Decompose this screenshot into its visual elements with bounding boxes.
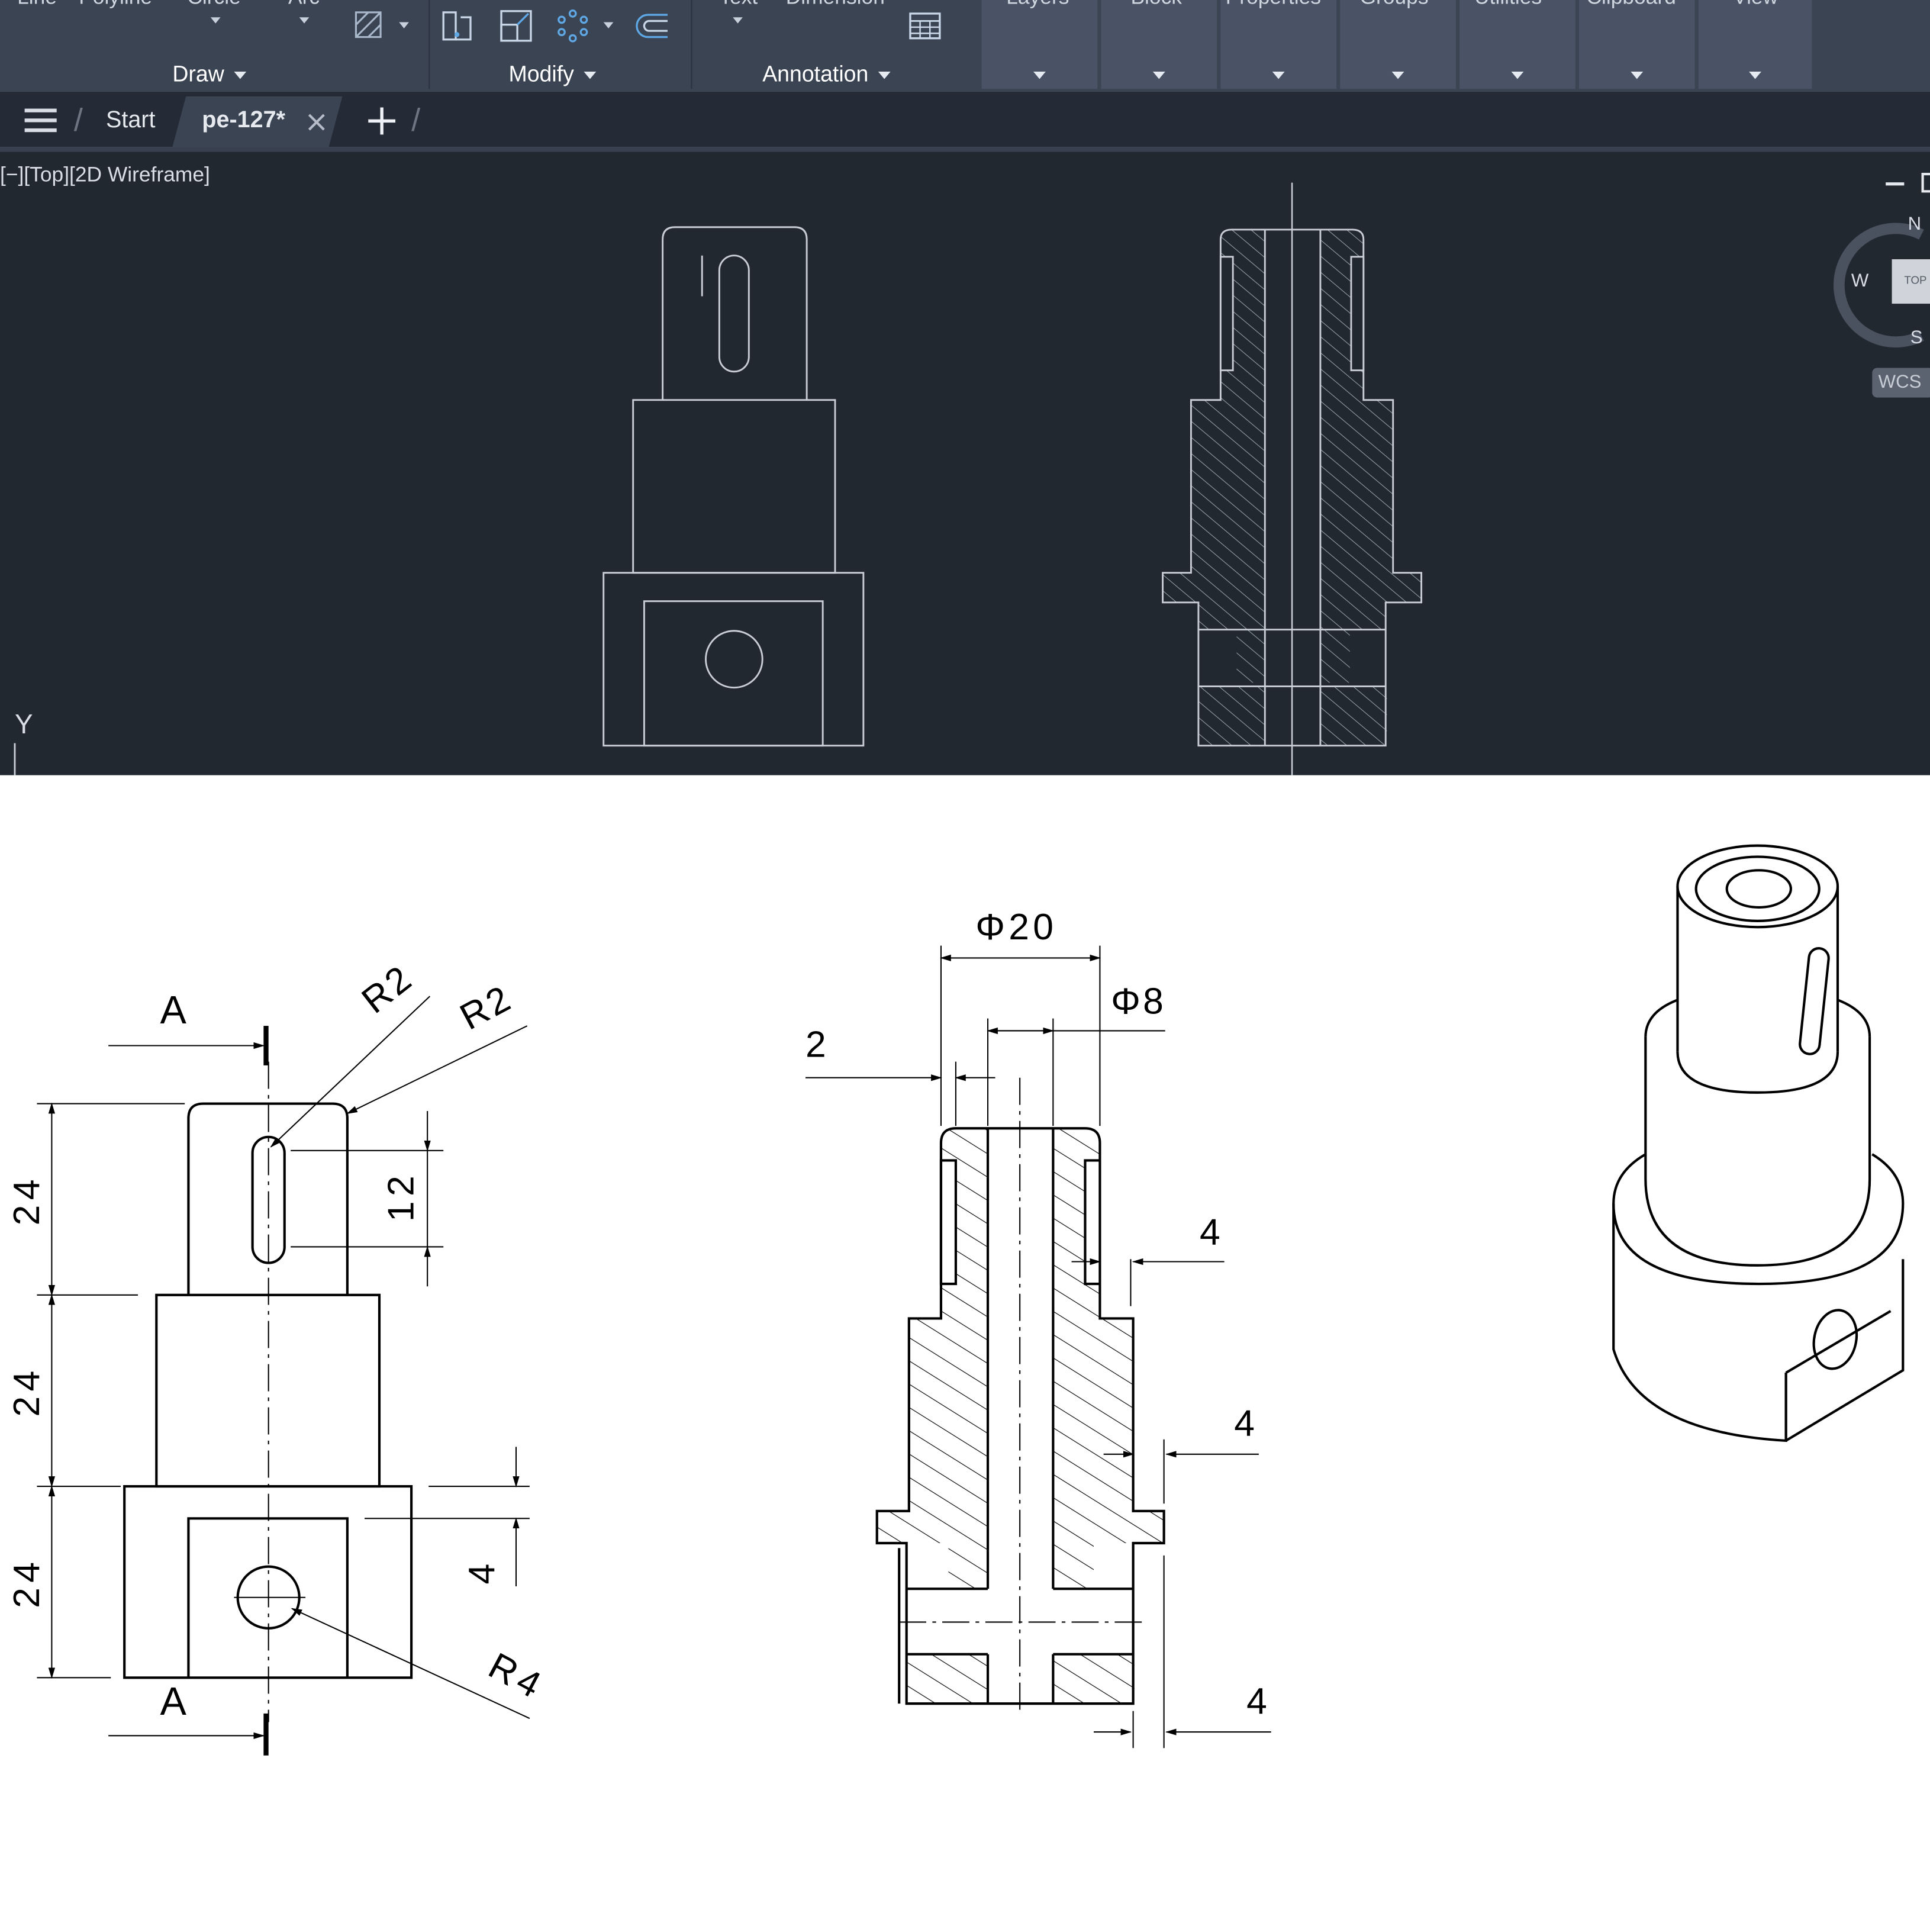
text-tool-label[interactable]: Text — [719, 0, 758, 10]
tab-separator-end: / — [411, 101, 421, 139]
properties-panel-button[interactable]: Properties — [1220, 0, 1336, 89]
section-marker-bottom: A — [160, 1679, 186, 1724]
modify-panel-caret-icon — [584, 72, 597, 79]
tab-start[interactable]: Start — [105, 107, 156, 134]
dim-step-middle: 4 — [1234, 1403, 1255, 1445]
viewport-front-view — [602, 226, 865, 747]
draw-panel-caret-icon — [234, 72, 247, 79]
properties-caret-icon — [1272, 71, 1285, 79]
annotation-panel-label[interactable]: Annotation — [762, 62, 891, 88]
offset-icon[interactable] — [633, 8, 670, 45]
circle-dropdown-icon[interactable] — [207, 15, 224, 27]
utilities-caret-icon — [1511, 71, 1524, 79]
tab-separator: / — [73, 101, 83, 139]
view-caret-icon — [1749, 71, 1761, 79]
groups-caret-icon — [1391, 71, 1404, 79]
tab-active-background — [172, 96, 343, 147]
section-marker-top: A — [160, 987, 186, 1032]
arc-dropdown-icon[interactable] — [295, 15, 312, 27]
viewport-restore-icon[interactable] — [1921, 172, 1930, 193]
viewport-controls-label[interactable]: [−][Top][2D Wireframe] — [0, 163, 210, 186]
polyline-tool-label[interactable]: Polyline — [79, 0, 152, 10]
layers-caret-icon — [1033, 71, 1046, 79]
dim-outer-diameter: Φ20 — [975, 907, 1058, 948]
dim-offset: 4 — [462, 1563, 503, 1585]
viewcube[interactable] — [1834, 223, 1930, 398]
text-dropdown-icon[interactable] — [729, 15, 746, 27]
isometric-view — [1612, 844, 1905, 1442]
front-view-annotations — [37, 996, 530, 1756]
dim-bottom-height: 24 — [7, 1557, 48, 1608]
dim-step-lower: 4 — [1246, 1681, 1267, 1722]
tab-drawing-pe-127[interactable]: pe-127* — [202, 107, 286, 134]
viewcube-top-face[interactable]: TOP — [1904, 274, 1927, 286]
close-tab-icon[interactable] — [305, 111, 327, 134]
dim-step-upper: 4 — [1199, 1212, 1220, 1253]
hatch-dropdown-icon[interactable] — [397, 20, 411, 32]
viewcube-west-label[interactable]: W — [1851, 270, 1869, 292]
draw-panel-label[interactable]: Draw — [172, 62, 247, 88]
dim-middle-height: 24 — [7, 1366, 48, 1417]
section-view — [805, 945, 1271, 1749]
dim-top-height: 24 — [7, 1174, 48, 1226]
menu-icon[interactable] — [22, 106, 59, 136]
scale-icon[interactable] — [498, 8, 534, 45]
line-tool-label[interactable]: Line — [17, 0, 57, 10]
viewcube-north-label[interactable]: N — [1908, 213, 1922, 235]
array-dropdown-icon[interactable] — [601, 20, 616, 32]
dim-wall-thickness: 2 — [805, 1025, 826, 1065]
mirror-icon[interactable] — [439, 8, 475, 45]
reference-drawing — [37, 844, 1905, 1756]
groups-panel-button[interactable]: Groups — [1340, 0, 1456, 89]
model-viewport[interactable] — [0, 147, 1930, 775]
annotation-panel-caret-icon — [878, 72, 891, 79]
circle-tool-label[interactable]: Circle — [187, 0, 240, 10]
layers-panel-button[interactable]: Layers — [981, 0, 1098, 89]
new-tab-plus-icon[interactable] — [365, 104, 399, 138]
table-icon[interactable] — [907, 8, 943, 45]
wcs-menu-button[interactable]: WCS — [1878, 371, 1922, 393]
clipboard-panel-button[interactable]: Clipboard — [1578, 0, 1695, 89]
dimension-tool-label[interactable]: Dimension — [786, 0, 885, 10]
ribbon: Line Polyline Circle Arc Text Dimension — [0, 0, 1930, 92]
dim-slot-length: 12 — [381, 1170, 423, 1222]
ucs-y-axis-label: Y — [14, 709, 33, 740]
cad-viewport-drawing — [14, 172, 1930, 775]
block-panel-button[interactable]: Block — [1101, 0, 1217, 89]
array-icon[interactable] — [554, 8, 591, 45]
block-caret-icon — [1152, 71, 1165, 79]
arc-tool-label[interactable]: Arc — [288, 0, 320, 10]
clipboard-caret-icon — [1631, 71, 1644, 79]
viewport-section-view — [1162, 182, 1423, 775]
modify-panel-label[interactable]: Modify — [508, 62, 597, 88]
hatch-icon[interactable] — [352, 8, 389, 45]
view-panel-button[interactable]: View — [1698, 0, 1812, 89]
dim-bore-diameter: Φ8 — [1111, 981, 1167, 1022]
viewcube-south-label[interactable]: S — [1910, 327, 1923, 349]
utilities-panel-button[interactable]: Utilities — [1459, 0, 1575, 89]
